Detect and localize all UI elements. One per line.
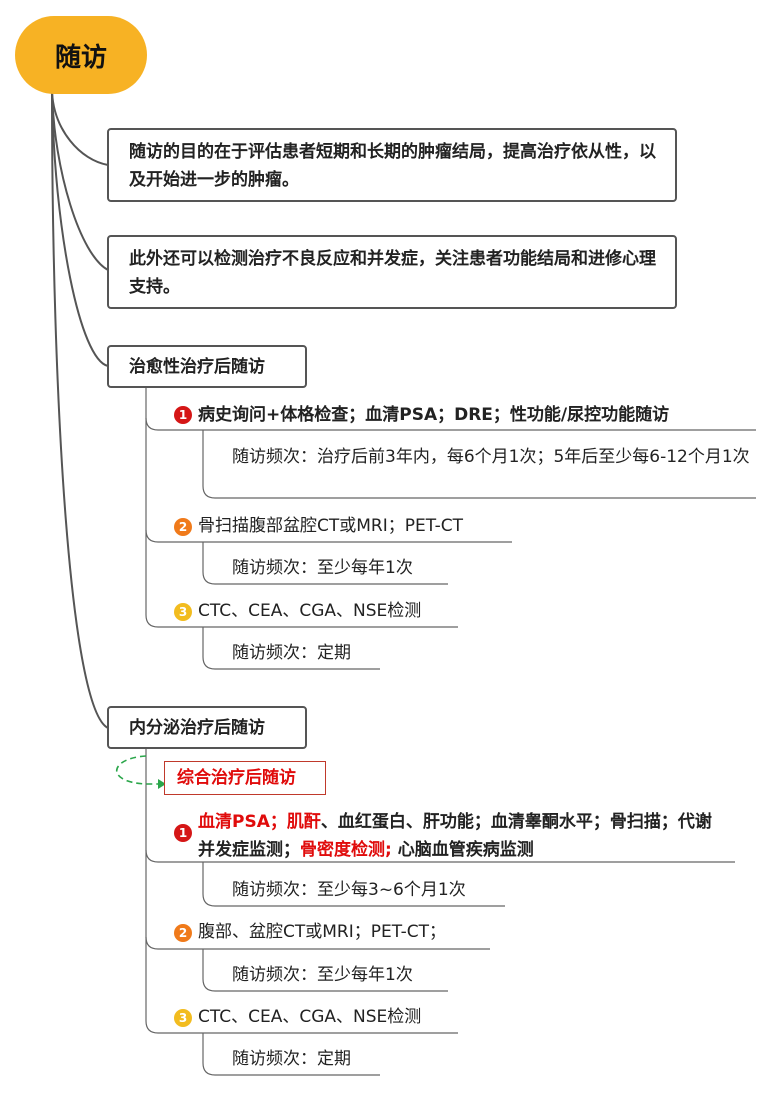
curative-item-2-text: 骨扫描腹部盆腔CT或MRI；PET-CT [198, 516, 463, 536]
endocrine-item-1[interactable]: 血清PSA；肌酐、血红蛋白、肝功能；血清睾酮水平；骨扫描；代谢并发症监测；骨密度… [198, 808, 728, 864]
root-node[interactable]: 随访 [15, 16, 147, 94]
curative-freq-3[interactable]: 随访频次：定期 [232, 639, 351, 667]
curative-item-3-text: CTC、CEA、CGA、NSE检测 [198, 601, 422, 621]
endocrine-freq-2-text: 随访频次：至少每年1次 [232, 965, 413, 985]
curative-title: 治愈性治疗后随访 [129, 357, 265, 377]
endocrine-freq-3[interactable]: 随访频次：定期 [232, 1045, 351, 1073]
curative-item-3[interactable]: CTC、CEA、CGA、NSE检测 [198, 597, 421, 625]
number-badge-3: 3 [174, 603, 192, 621]
endocrine-item-1-highlight-c: 骨密度检测; [300, 840, 392, 860]
number-badge-2: 2 [174, 924, 192, 942]
curative-item-1[interactable]: 病史询问+体格检查；血清PSA；DRE；性功能/尿控功能随访 [198, 401, 669, 429]
combined-followup-label[interactable]: 综合治疗后随访 [164, 761, 326, 795]
endocrine-item-1-text-b: 、血红蛋白、肝功能；血清睾酮水平；骨扫描；代谢并发症监测； [198, 812, 712, 860]
combined-followup-text: 综合治疗后随访 [177, 768, 296, 788]
curative-freq-1-text: 随访频次：治疗后前3年内，每6个月1次；5年后至少每6-12个月1次 [232, 447, 750, 467]
note-purpose[interactable]: 随访的目的在于评估患者短期和长期的肿瘤结局，提高治疗依从性，以及开始进一步的肿瘤… [107, 128, 677, 202]
note-monitoring[interactable]: 此外还可以检测治疗不良反应和并发症，关注患者功能结局和进修心理支持。 [107, 235, 677, 309]
endocrine-freq-3-text: 随访频次：定期 [232, 1049, 351, 1069]
curative-freq-2-text: 随访频次：至少每年1次 [232, 558, 413, 578]
number-badge-1: 1 [174, 406, 192, 424]
endocrine-item-3-text: CTC、CEA、CGA、NSE检测 [198, 1007, 422, 1027]
endocrine-item-1-highlight-a: 血清PSA；肌酐 [198, 812, 321, 832]
number-badge-3: 3 [174, 1009, 192, 1027]
endocrine-item-3[interactable]: CTC、CEA、CGA、NSE检测 [198, 1003, 421, 1031]
curative-item-2[interactable]: 骨扫描腹部盆腔CT或MRI；PET-CT [198, 512, 463, 540]
endocrine-freq-2[interactable]: 随访频次：至少每年1次 [232, 961, 413, 989]
curative-freq-2[interactable]: 随访频次：至少每年1次 [232, 554, 413, 582]
number-badge-2: 2 [174, 518, 192, 536]
number-badge-1: 1 [174, 824, 192, 842]
endocrine-freq-1-text: 随访频次：至少每3~6个月1次 [232, 880, 466, 900]
root-title: 随访 [54, 42, 107, 73]
curative-item-1-text: 病史询问+体格检查；血清PSA；DRE；性功能/尿控功能随访 [198, 405, 670, 425]
endocrine-item-2-text: 腹部、盆腔CT或MRI；PET-CT； [198, 922, 446, 942]
note-monitoring-text: 此外还可以检测治疗不良反应和并发症，关注患者功能结局和进修心理支持。 [129, 249, 656, 297]
curative-freq-1[interactable]: 随访频次：治疗后前3年内，每6个月1次；5年后至少每6-12个月1次 [232, 444, 752, 470]
endocrine-title: 内分泌治疗后随访 [129, 718, 265, 738]
curative-freq-3-text: 随访频次：定期 [232, 643, 351, 663]
endocrine-freq-1[interactable]: 随访频次：至少每3~6个月1次 [232, 876, 466, 904]
endocrine-item-2[interactable]: 腹部、盆腔CT或MRI；PET-CT； [198, 918, 446, 946]
endocrine-item-1-text-d: 心脑血管疾病监测 [391, 840, 534, 860]
endocrine-followup-node[interactable]: 内分泌治疗后随访 [107, 706, 307, 749]
note-purpose-text: 随访的目的在于评估患者短期和长期的肿瘤结局，提高治疗依从性，以及开始进一步的肿瘤… [129, 142, 656, 190]
curative-followup-node[interactable]: 治愈性治疗后随访 [107, 345, 307, 388]
